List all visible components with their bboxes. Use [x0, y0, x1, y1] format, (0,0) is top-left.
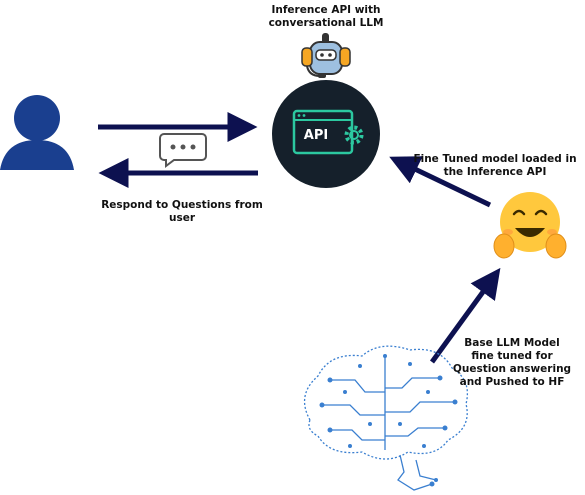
api-node: [272, 80, 380, 188]
arrow-brain-to-hf: [429, 267, 501, 364]
api-gear-icon: [292, 109, 364, 155]
user-icon: [0, 95, 74, 170]
chat-bubble-icon: [159, 133, 207, 168]
hugging-face-emoji-icon: [493, 192, 567, 259]
api-text: API: [303, 128, 329, 143]
fine-tuned-label: Fine Tuned model loaded in the Inference…: [413, 153, 577, 178]
arrow-hf-to-api: [389, 156, 492, 208]
respond-label: Respond to Questions from user: [101, 199, 263, 224]
base-model-label: Base LLM Model fine tuned for Question a…: [452, 337, 572, 388]
robot-headset-icon: [301, 33, 351, 78]
circuit-brain-icon: [303, 345, 469, 491]
api-title-label: Inference API with conversational LLM: [268, 4, 384, 29]
